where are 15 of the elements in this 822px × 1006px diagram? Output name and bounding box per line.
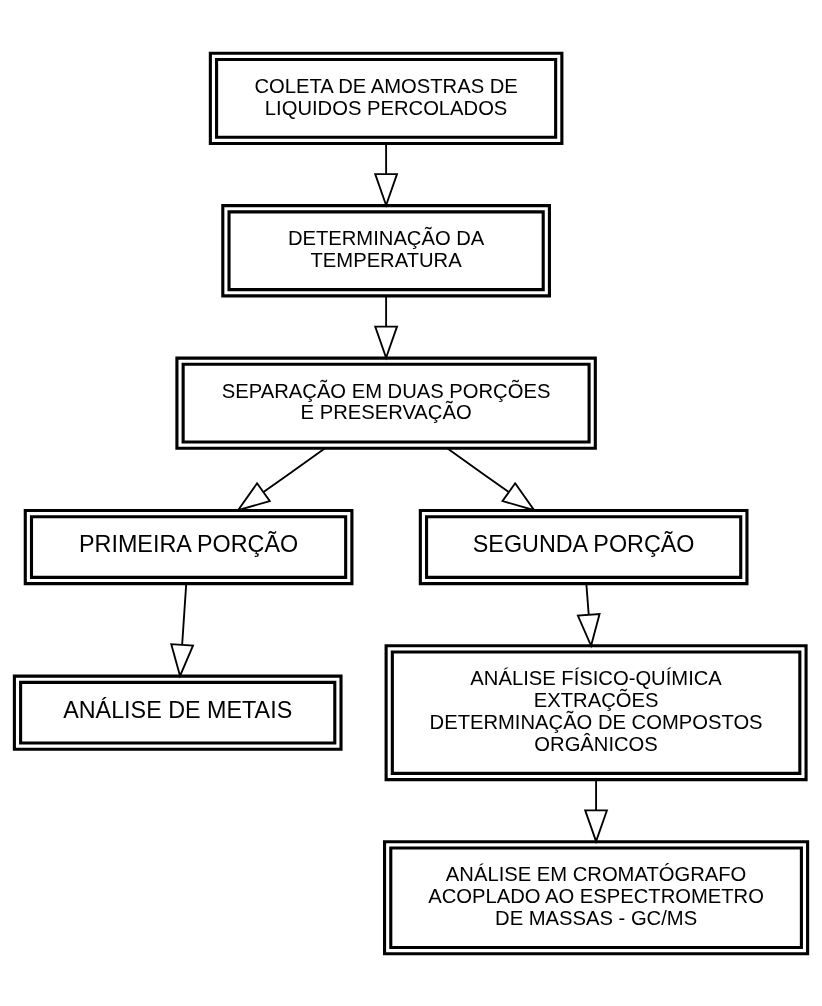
node-box: SEPARAÇÃO EM DUAS PORÇÕES E PRESERVAÇÃO [175, 356, 597, 450]
node-box: COLETA DE AMOSTRAS DE LIQUIDOS PERCOLADOS [208, 51, 564, 145]
arrow [576, 582, 601, 649]
node-box: ANÁLISE DE METAIS [12, 674, 343, 751]
node-box: SEGUNDA PORÇÃO [418, 508, 749, 585]
arrow [170, 582, 195, 679]
node-box: PRIMEIRA PORÇÃO [23, 508, 354, 585]
node-box: DETERMINAÇÃO DA TEMPERATURA [221, 203, 551, 297]
arrow [373, 142, 399, 208]
node-box: ANÁLISE FÍSICO-QUÍMICA EXTRAÇÕES DETERMINAÇÃO DE COMPOSTOS ORGÂNICOS [384, 643, 808, 781]
node-box: ANÁLISE EM CROMATÓGRAFO ACOPLADO AO ESPECTROMETRO DE MASSAS - GC/MS [383, 839, 810, 955]
arrow [583, 778, 609, 844]
arrow [446, 447, 537, 512]
arrow [235, 447, 326, 512]
arrow [373, 294, 399, 361]
